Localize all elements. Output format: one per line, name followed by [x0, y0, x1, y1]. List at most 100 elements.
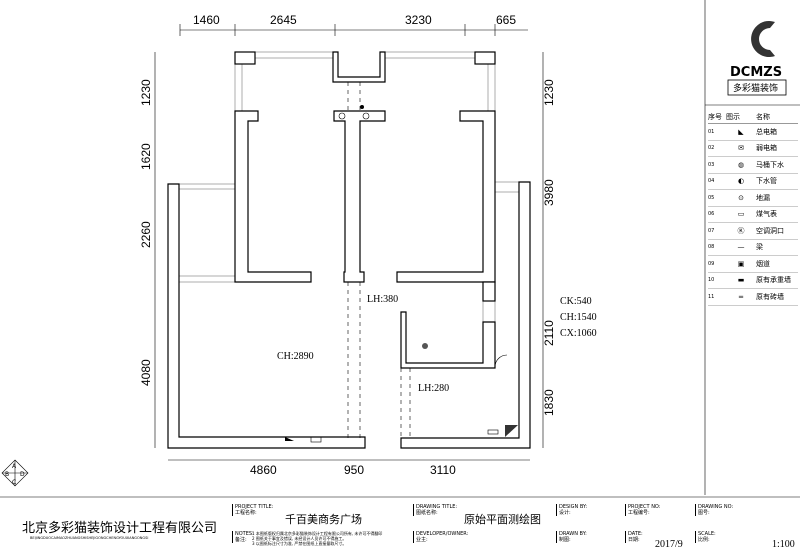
legend-no: 03: [708, 161, 715, 168]
legend-header-icon: 图示: [726, 113, 740, 121]
drawing-title: 原始平面测绘图: [464, 513, 541, 526]
door-swing: [494, 354, 508, 368]
legend-name: 地漏: [756, 193, 770, 202]
beam-lines: [347, 82, 411, 438]
legend-no: 05: [708, 194, 715, 201]
dim-left-1: 1230: [139, 79, 153, 106]
legend-row: 08 — 梁: [708, 240, 798, 256]
legend-no: 04: [708, 178, 715, 185]
legend-no: 08: [708, 244, 715, 251]
legend-row: 09 ▣ 烟道: [708, 256, 798, 273]
beam-icon: —: [737, 243, 745, 252]
ac-hole-icon: [362, 112, 370, 120]
legend-no: 10: [708, 277, 715, 284]
window-ck-label: CK:540: [560, 296, 592, 307]
drain-pipe-icon: [360, 105, 364, 109]
legend-name: 原有承重墙: [756, 276, 791, 285]
dim-bottom-3: 3110: [430, 463, 456, 477]
svg-text:多彩猫装饰: 多彩猫装饰: [733, 82, 778, 94]
svg-text:A: A: [12, 463, 17, 470]
dimension-top: 1460 2645 3230 665: [179, 13, 528, 36]
flue-icon: [505, 425, 518, 437]
legend-name: 马桶下水: [756, 160, 784, 169]
scale-value: 1:100: [772, 539, 795, 550]
svg-text:C: C: [12, 479, 16, 486]
dimension-bottom: 4860 950 3110: [168, 459, 530, 477]
legend-row: 03 ◍ 马桶下水: [708, 157, 798, 174]
date-value: 2017/9: [655, 539, 683, 550]
legend-row: 06 ▭ 煤气表: [708, 207, 798, 223]
ceiling-height-label: CH:2890: [277, 351, 314, 362]
legend-no: 02: [708, 145, 715, 152]
low-voltage-box-icon: ✉: [738, 144, 744, 153]
legend-name: 下水管: [756, 177, 777, 186]
dim-left-2: 1620: [139, 143, 153, 170]
legend-name: 梁: [756, 243, 763, 252]
flue-icon: ▣: [737, 259, 745, 268]
legend-header-no: 序号: [708, 113, 722, 121]
gas-meter-icon: [487, 429, 499, 435]
svg-text:DCMZS: DCMZS: [730, 65, 782, 80]
dim-top-4: 665: [496, 13, 516, 27]
legend-no: 09: [708, 260, 715, 267]
dim-top-2: 2645: [270, 13, 297, 27]
legend-name: 煤气表: [756, 210, 777, 219]
load-bearing-wall-icon: ▬: [737, 276, 745, 285]
legend-name: 空调洞口: [756, 226, 784, 235]
lh-label-2: LH:280: [418, 383, 449, 394]
floor-drain-icon: ⊙: [738, 193, 744, 202]
legend-row: 01 ◣ 总电箱: [708, 124, 798, 141]
company-name: 北京多彩猫装饰设计工程有限公司: [22, 521, 218, 536]
low-voltage-box-icon: [310, 436, 322, 443]
dimension-left: 1230 1620 2260 4080: [139, 52, 156, 448]
lh-label-1: LH:380: [367, 294, 398, 305]
walls: [167, 51, 531, 449]
legend-row: 02 ✉ 弱电箱: [708, 141, 798, 157]
svg-text:B: B: [5, 471, 9, 478]
legend-name: 总电箱: [756, 127, 777, 136]
legend-row: 07 Ⓚ 空调洞口: [708, 223, 798, 240]
svg-text:D: D: [20, 471, 25, 478]
ac-hole-icon: Ⓚ: [737, 226, 745, 235]
dim-top-1: 1460: [193, 13, 220, 27]
dim-right-2: 3980: [542, 179, 556, 206]
legend-row: 05 ⊙ 地漏: [708, 190, 798, 207]
logo: DCMZS 多彩猫装饰: [727, 21, 787, 96]
dim-right-3: 2110: [542, 320, 556, 346]
ac-hole-icon: [338, 112, 346, 120]
legend-row: 10 ▬ 原有承重墙: [708, 273, 798, 289]
legend-row: 04 ◐ 下水管: [708, 174, 798, 190]
window-cx-label: CX:1060: [560, 328, 597, 339]
legend-no: 07: [708, 227, 715, 234]
dim-left-4: 4080: [139, 359, 153, 386]
dim-top-3: 3230: [405, 13, 432, 27]
brick-wall-icon: ═: [738, 292, 744, 301]
dim-left-3: 2260: [139, 221, 153, 248]
company-pinyin: BEIJINGDUOCAIMAOZHUANGSHISHEJIGONGCHENGY…: [30, 536, 149, 540]
legend-name: 烟道: [756, 259, 770, 268]
window-ch-label: CH:1540: [560, 312, 597, 323]
legend-no: 06: [708, 211, 715, 218]
main-electric-box-icon: [285, 437, 294, 441]
compass-icon: A B C D: [1, 459, 29, 487]
legend-row: 11═原有砖墙: [708, 289, 798, 306]
toilet-drain-icon: [422, 343, 428, 349]
dim-right-4: 1830: [542, 389, 556, 416]
project-title: 千百美商务广场: [285, 513, 362, 526]
main-electric-box-icon: ◣: [738, 127, 744, 136]
drain-pipe-icon: ◐: [737, 177, 745, 186]
gas-meter-icon: ▭: [737, 210, 745, 219]
toilet-drain-icon: ◍: [737, 160, 745, 169]
legend-no: 01: [708, 128, 715, 135]
dimension-right: 1230 3980 2110 1830: [542, 52, 556, 448]
legend-header-name: 名称: [756, 113, 770, 121]
dim-bottom-1: 4860: [250, 463, 277, 477]
dim-right-1: 1230: [542, 79, 556, 106]
legend-name: 原有砖墙: [756, 292, 784, 301]
legend-name: 弱电箱: [756, 144, 777, 153]
dim-bottom-2: 950: [344, 463, 364, 477]
